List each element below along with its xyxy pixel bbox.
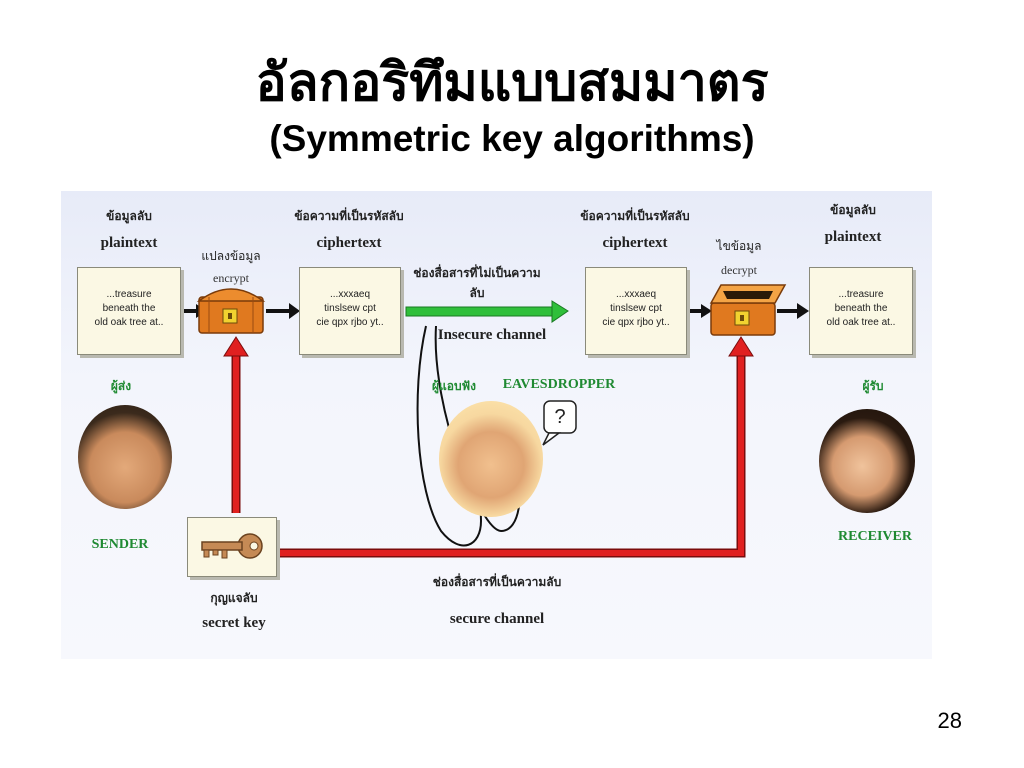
secret-key-box [187,517,277,577]
secure-channel-path [223,336,754,558]
right-ciphertext-content: ...xxxaeq tinslsew cpt cie qpx rjbo yt.. [602,289,670,328]
receiver-label-thai: ผู้รับ [862,379,884,393]
question-bubble-icon [542,400,577,446]
right-ciphertext-label: ciphertext [602,235,668,251]
right-plaintext-document: ...treasure beneath the old oak tree at.… [809,267,913,355]
encrypt-label: encrypt [213,271,249,285]
diagram-graphics [183,284,809,558]
left-ciphertext-label-thai: ข้อความที่เป็นรหัสลับ [294,209,404,223]
secret-key-label: secret key [202,615,266,631]
eavesdropper-label: EAVESDROPPER [502,377,616,392]
secure-channel-label: secure channel [449,611,545,627]
right-ciphertext-document: ...xxxaeq tinslsew cpt cie qpx rjbo yt.. [585,267,687,355]
secret-key-label-thai: กุญแจลับ [210,591,258,605]
eavesdropper-label-thai: ผู้แอบฟัง [432,379,476,393]
symmetric-key-diagram: ข้อมูลลับ plaintext ...treasure beneath … [61,191,932,659]
left-plaintext-label-thai: ข้อมูลลับ [106,209,152,223]
left-plaintext-document: ...treasure beneath the old oak tree at.… [77,267,181,355]
encrypt-label-thai: แปลงข้อมูล [201,249,261,263]
page-number: 28 [937,708,962,733]
right-plaintext-label-thai: ข้อมูลลับ [830,203,876,217]
sender-label: SENDER [91,537,149,552]
right-plaintext-label: plaintext [824,229,882,245]
insecure-channel-label: Insecure channel [437,327,547,343]
insecure-channel-label-thai: ช่องสื่อสารที่ไม่เป็นความลับ [413,266,541,300]
left-ciphertext-content: ...xxxaeq tinslsew cpt cie qpx rjbo yt.. [316,289,384,328]
encrypt-chest-icon [196,288,266,334]
decrypt-label: decrypt [721,263,757,277]
sender-label-thai: ผู้ส่ง [110,379,132,393]
receiver-avatar [819,409,915,513]
right-plaintext-content: ...treasure beneath the old oak tree at.… [826,289,896,328]
secure-channel-label-thai: ช่องสื่อสารที่เป็นความลับ [432,575,562,589]
eavesdropper-avatar [439,401,543,517]
left-ciphertext-document: ...xxxaeq tinslsew cpt cie qpx rjbo yt.. [299,267,401,355]
decrypt-chest-icon [709,284,787,336]
left-ciphertext-label: ciphertext [316,235,382,251]
sender-avatar [78,405,172,509]
receiver-label: RECEIVER [838,529,912,544]
slide-title-english: (Symmetric key algorithms) [269,118,755,159]
left-plaintext-content: ...treasure beneath the old oak tree at.… [94,289,164,328]
question-mark-text: ? [554,406,566,428]
key-icon [201,533,263,559]
slide-title-thai: อัลกอริทึมแบบสมมาตร [255,53,769,113]
left-plaintext-label: plaintext [100,235,158,251]
right-ciphertext-label-thai: ข้อความที่เป็นรหัสลับ [580,209,690,223]
decrypt-label-thai: ไขข้อมูล [716,239,762,253]
insecure-channel-arrow [405,300,569,323]
